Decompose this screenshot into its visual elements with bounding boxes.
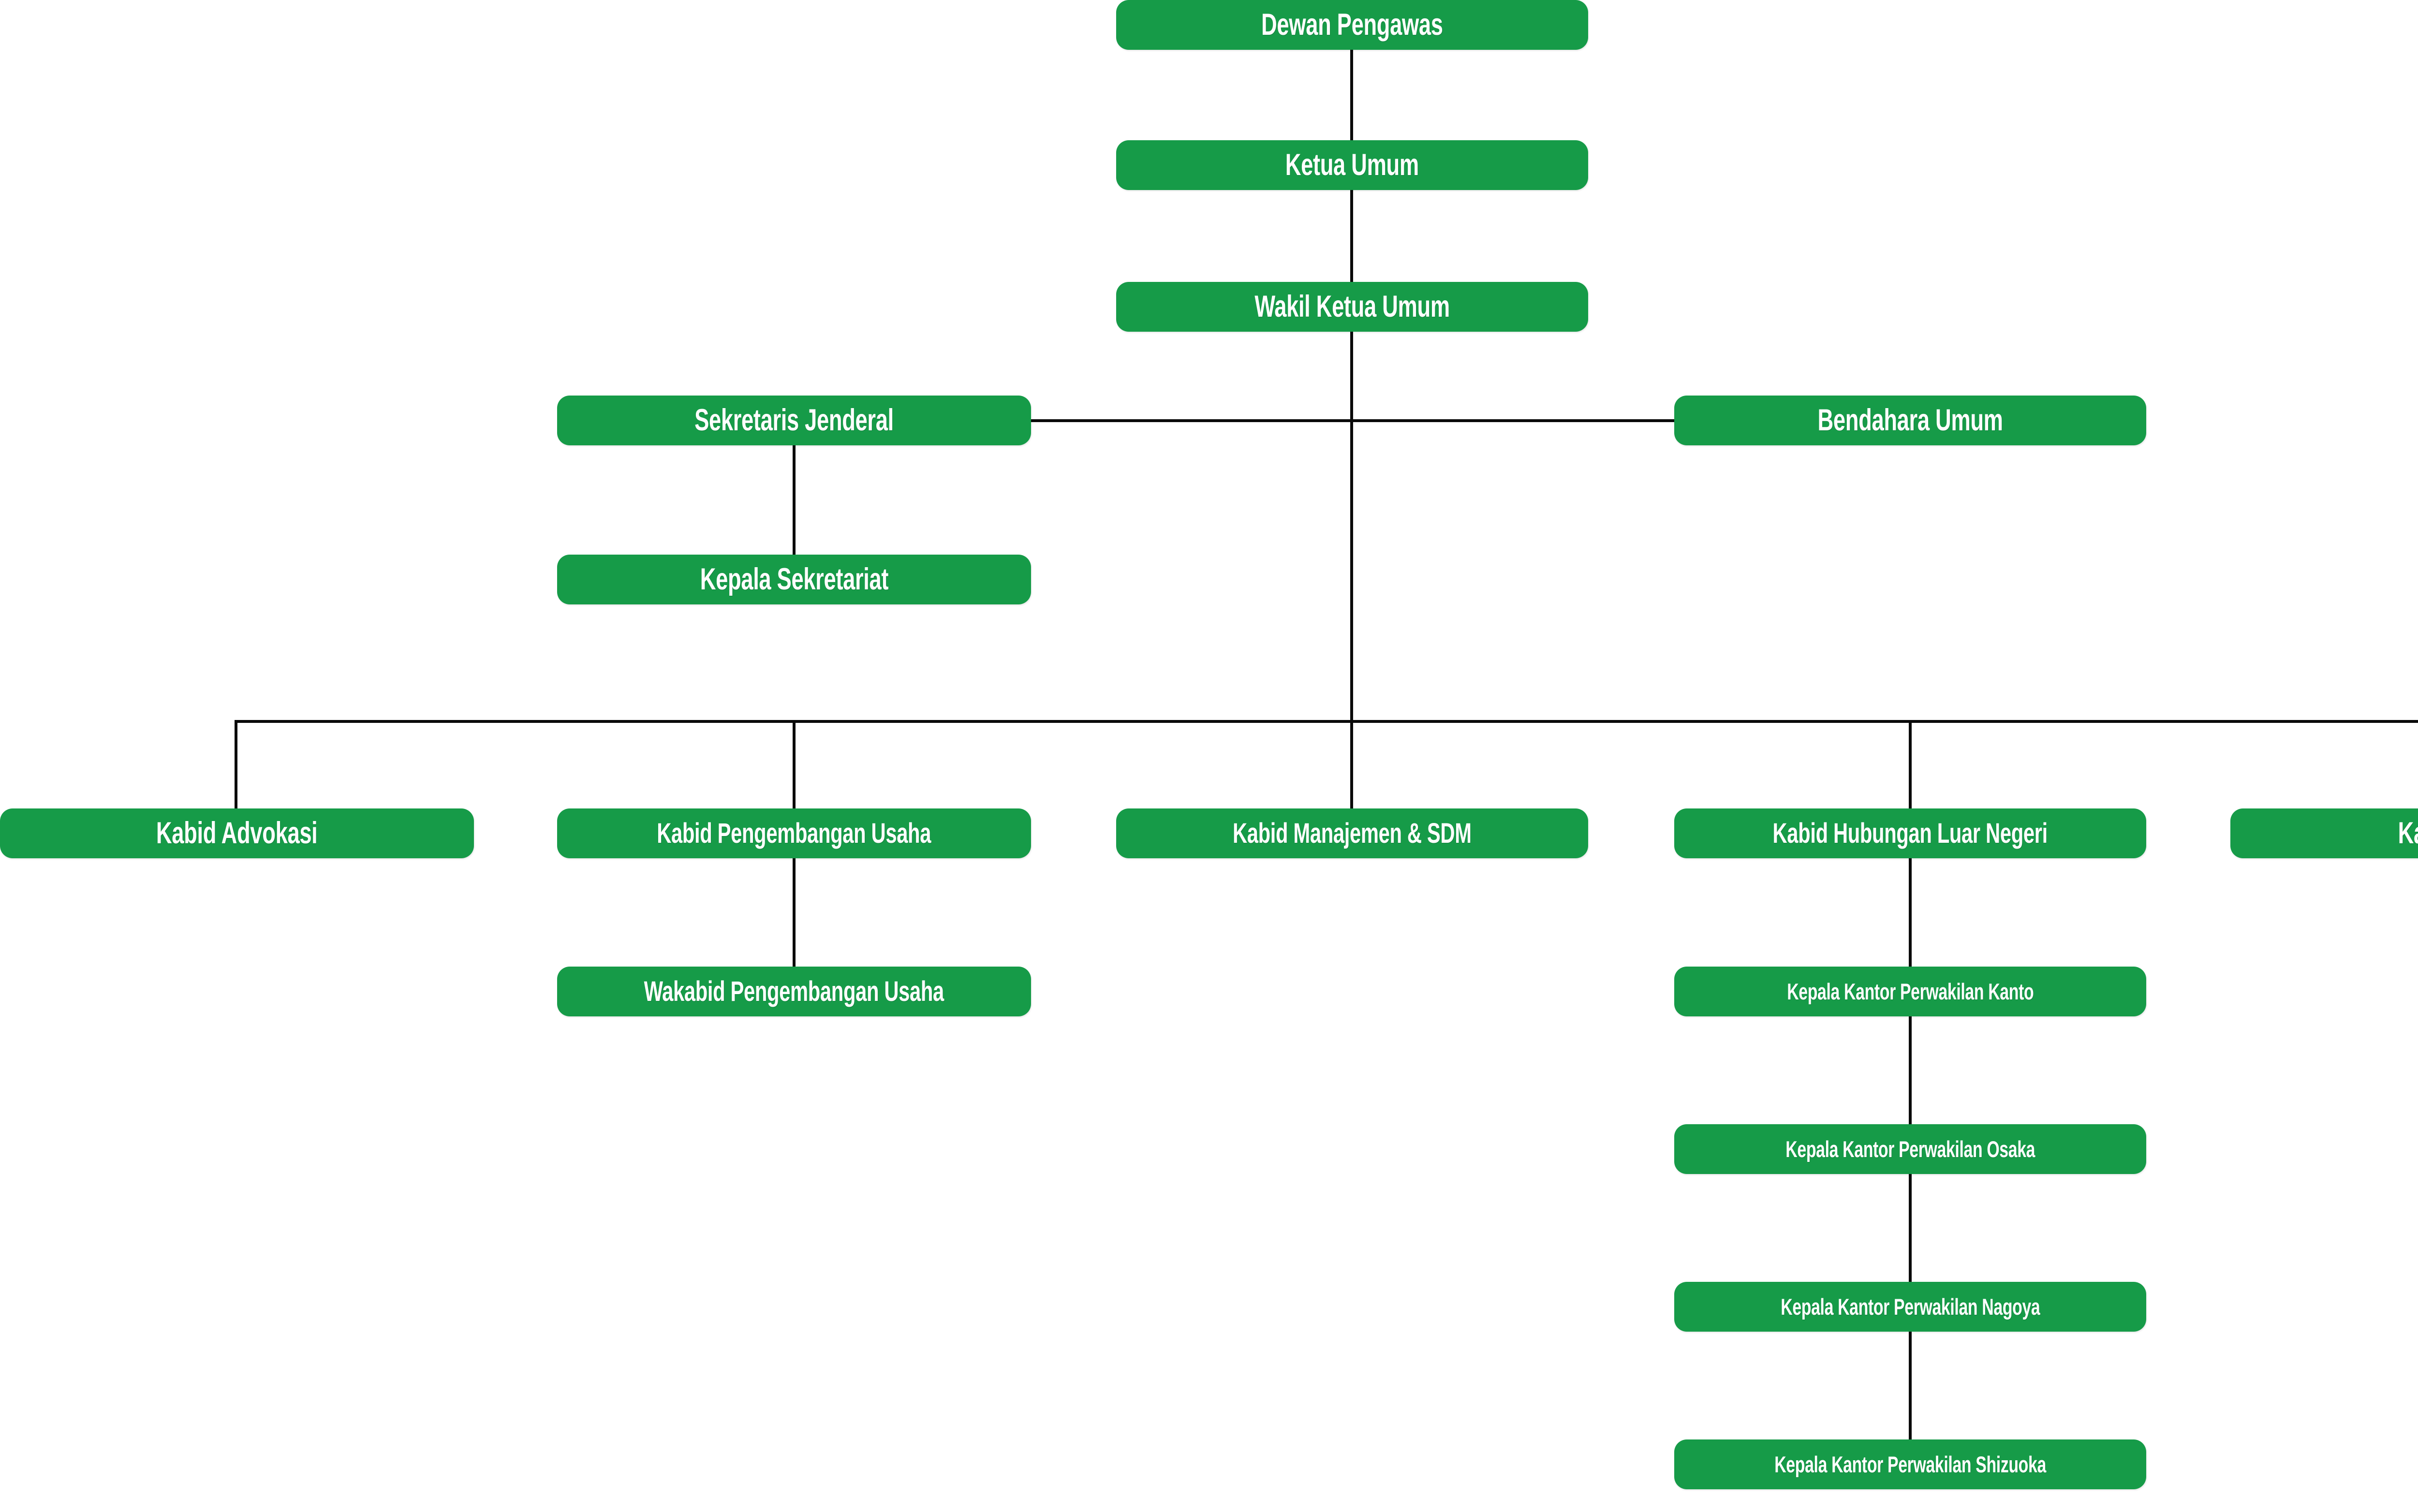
connector-kanto-to-osaka: [1909, 1016, 1912, 1124]
node-kabid-humas[interactable]: Kabid Humas: [2230, 808, 2418, 858]
node-kabid-manajemen-sdm[interactable]: Kabid Manajemen & SDM: [1116, 808, 1588, 858]
node-label: Kepala Sekretariat: [700, 562, 888, 596]
node-label: Kepala Kantor Perwakilan Shizuoka: [1774, 1452, 2046, 1477]
node-label: Dewan Pengawas: [1261, 8, 1443, 42]
node-wakil-ketua-umum[interactable]: Wakil Ketua Umum: [1116, 282, 1588, 332]
connector-osaka-to-nagoya: [1909, 1174, 1912, 1282]
node-label: Kepala Kantor Perwakilan Osaka: [1785, 1136, 2035, 1162]
node-label: Kabid Humas: [2398, 816, 2418, 850]
node-label: Ketua Umum: [1285, 148, 1419, 182]
node-kepala-kantor-perwakilan-nagoya[interactable]: Kepala Kantor Perwakilan Nagoya: [1674, 1282, 2146, 1332]
connector-pengembangan-to-wakabid: [793, 858, 796, 967]
connector-bus-to-kabid-advokasi: [235, 720, 237, 808]
node-sekretaris-jenderal[interactable]: Sekretaris Jenderal: [557, 396, 1031, 445]
node-label: Kabid Manajemen & SDM: [1233, 817, 1472, 849]
node-ketua-umum[interactable]: Ketua Umum: [1116, 140, 1588, 190]
connector-kabid-bus: [236, 720, 2418, 723]
node-label: Kepala Kantor Perwakilan Nagoya: [1780, 1294, 2040, 1320]
node-label: Sekretaris Jenderal: [694, 403, 894, 437]
node-kabid-pengembangan-usaha[interactable]: Kabid Pengembangan Usaha: [557, 808, 1031, 858]
connector-dewan-to-ketua: [1350, 50, 1353, 140]
node-bendahara-umum[interactable]: Bendahara Umum: [1674, 396, 2146, 445]
connector-sekjen-to-sekretariat: [793, 445, 796, 555]
node-wakabid-pengembangan-usaha[interactable]: Wakabid Pengembangan Usaha: [557, 967, 1031, 1016]
connector-sekjen-bendahara-bus: [1031, 419, 1674, 422]
node-label: Kepala Kantor Perwakilan Kanto: [1786, 979, 2034, 1004]
connector-spine-main: [1350, 332, 1353, 721]
node-label: Bendahara Umum: [1817, 403, 2003, 437]
node-label: Kabid Pengembangan Usaha: [657, 817, 931, 849]
connector-bus-to-kabid-hubungan: [1909, 720, 1912, 808]
connector-nagoya-to-shizuoka: [1909, 1332, 1912, 1439]
connector-ketua-to-wakil: [1350, 190, 1353, 282]
node-label: Kabid Advokasi: [156, 816, 318, 850]
node-dewan-pengawas[interactable]: Dewan Pengawas: [1116, 0, 1588, 50]
node-kepala-kantor-perwakilan-osaka[interactable]: Kepala Kantor Perwakilan Osaka: [1674, 1124, 2146, 1174]
connector-bus-to-kabid-pengembangan: [793, 720, 796, 808]
node-label: Wakabid Pengembangan Usaha: [644, 975, 944, 1007]
node-kabid-hubungan-luar-negeri[interactable]: Kabid Hubungan Luar Negeri: [1674, 808, 2146, 858]
node-label: Kabid Hubungan Luar Negeri: [1772, 817, 2048, 849]
node-kepala-sekretariat[interactable]: Kepala Sekretariat: [557, 555, 1031, 604]
node-kabid-advokasi[interactable]: Kabid Advokasi: [0, 808, 474, 858]
node-label: Wakil Ketua Umum: [1254, 290, 1450, 323]
connector-hubungan-to-kanto: [1909, 858, 1912, 967]
node-kepala-kantor-perwakilan-shizuoka[interactable]: Kepala Kantor Perwakilan Shizuoka: [1674, 1439, 2146, 1489]
connector-bus-to-kabid-manajemen: [1350, 720, 1353, 808]
node-kepala-kantor-perwakilan-kanto[interactable]: Kepala Kantor Perwakilan Kanto: [1674, 967, 2146, 1016]
